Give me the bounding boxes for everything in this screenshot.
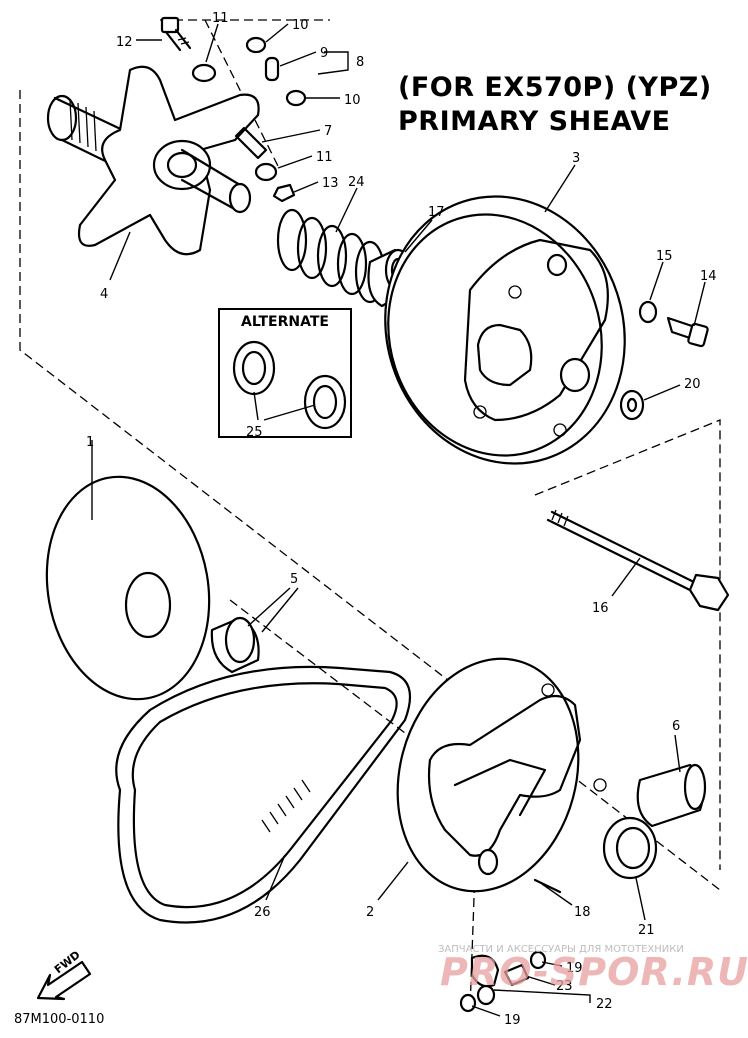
callout-11-top: 11 bbox=[212, 11, 229, 26]
part-washers-rollers-top bbox=[191, 36, 307, 203]
callout-9: 9 bbox=[320, 46, 328, 61]
assembly-axis-center bbox=[229, 599, 481, 791]
callout-3: 3 bbox=[572, 151, 580, 166]
fwd-arrow-icon bbox=[36, 960, 92, 1001]
part-25-alternate-washers bbox=[232, 340, 347, 430]
callout-6: 6 bbox=[672, 719, 680, 734]
assembly-axis-lines bbox=[19, 19, 721, 1011]
alternate-label: ALTERNATE bbox=[241, 314, 329, 330]
callout-22: 22 bbox=[596, 997, 613, 1012]
callout-2: 2 bbox=[366, 905, 374, 920]
part-1-fixed-sheave bbox=[45, 475, 211, 701]
callout-4: 4 bbox=[100, 287, 108, 302]
callout-13: 13 bbox=[322, 176, 339, 191]
callout-24: 24 bbox=[348, 175, 365, 190]
callout-17: 17 bbox=[428, 205, 445, 220]
part-2-movable-sheave bbox=[396, 657, 607, 893]
callout-15: 15 bbox=[656, 249, 673, 264]
callout-26: 26 bbox=[254, 905, 271, 920]
part-3-cover bbox=[384, 195, 626, 465]
callout-18: 18 bbox=[574, 905, 591, 920]
callout-14: 14 bbox=[700, 269, 717, 284]
watermark-subtitle: ЗАПЧАСТИ И АКСЕССУАРЫ ДЛЯ МОТОТЕХНИКИ bbox=[438, 944, 684, 955]
part-24-spring bbox=[276, 208, 386, 304]
callout-23: 23 bbox=[556, 979, 573, 994]
assembly-axis-right bbox=[534, 419, 721, 870]
part-26-drive-belt bbox=[115, 665, 412, 924]
callout-numbers: 12 11 10 9 8 10 7 11 13 24 17 3 15 14 20… bbox=[86, 11, 717, 1028]
callout-20: 20 bbox=[684, 377, 701, 392]
alternate-parts-box: ALTERNATE bbox=[218, 308, 352, 438]
assembly-axis-main bbox=[19, 90, 721, 891]
callout-5: 5 bbox=[290, 572, 298, 587]
callout-12: 12 bbox=[116, 35, 133, 50]
part-12-bolt bbox=[160, 16, 192, 52]
part-5-bushing bbox=[210, 616, 260, 674]
callout-19-upper: 19 bbox=[566, 961, 583, 976]
callout-10-lower: 10 bbox=[344, 93, 361, 108]
callout-8: 8 bbox=[356, 55, 364, 70]
callout-1: 1 bbox=[86, 435, 94, 450]
part-4-spider-shaft bbox=[46, 65, 260, 256]
part-6-21-18-components bbox=[533, 763, 707, 894]
callout-19-lower: 19 bbox=[504, 1013, 521, 1028]
callout-leader-lines bbox=[91, 23, 706, 1017]
callout-7: 7 bbox=[324, 124, 332, 139]
callout-11-lower: 11 bbox=[316, 150, 333, 165]
part-22-roller-assembly bbox=[459, 950, 547, 1013]
assembly-axis-lower bbox=[469, 869, 476, 1011]
part-16-long-bolt bbox=[546, 509, 730, 612]
watermark-brand: PRO-SPOR.RU bbox=[440, 950, 748, 994]
title-assembly: PRIMARY SHEAVE bbox=[398, 106, 671, 137]
callout-21: 21 bbox=[638, 923, 655, 938]
part-15-14-20-fasteners bbox=[619, 300, 709, 421]
callout-10-top: 10 bbox=[292, 18, 309, 33]
title-model: (FOR EX570P) (YPZ) bbox=[398, 72, 712, 103]
diagram-code: 87M100-0110 bbox=[14, 1012, 105, 1027]
callout-16: 16 bbox=[592, 601, 609, 616]
